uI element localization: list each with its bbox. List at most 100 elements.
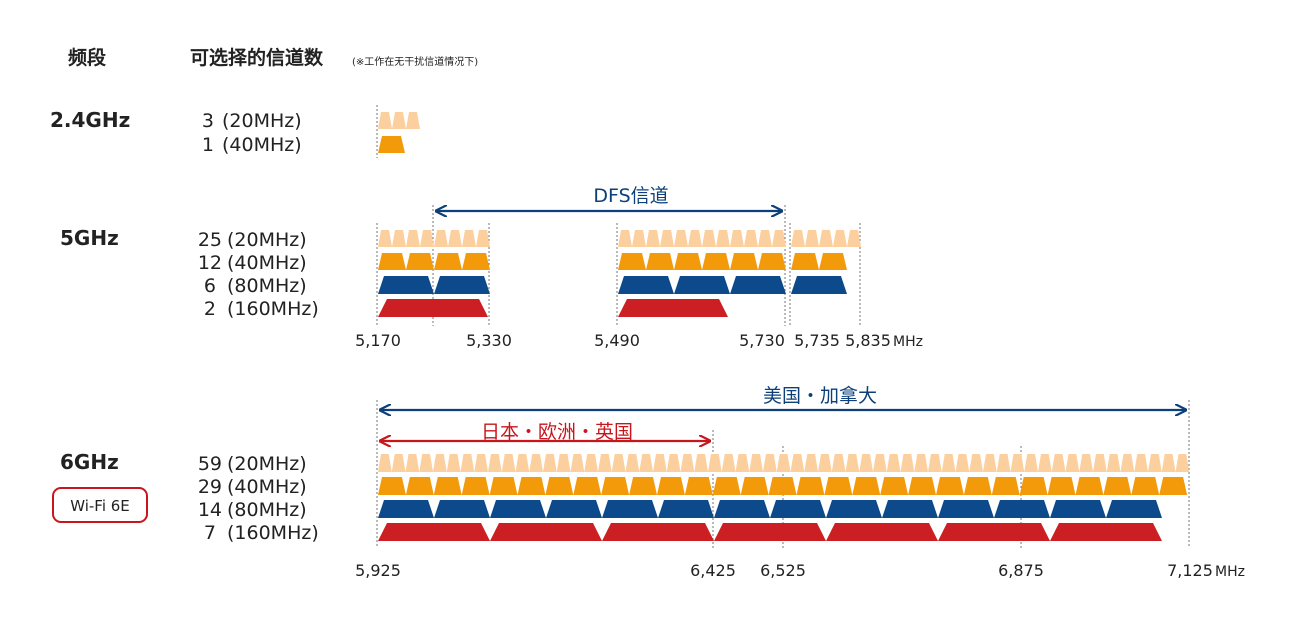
channel-40mhz (405, 477, 434, 495)
tick-label: 6,875 (998, 561, 1044, 580)
channel-40mhz (1159, 477, 1188, 495)
tick-label: 5,170 (355, 331, 401, 350)
channel-20mhz (515, 454, 530, 472)
channel-20mhz (434, 230, 448, 247)
channel-20mhz (570, 454, 585, 472)
tick-label: 5,490 (594, 331, 640, 350)
channel-40mhz (378, 136, 405, 153)
channel-40mhz (908, 477, 936, 495)
count-number: 1 (202, 134, 214, 156)
band-5ghz-ticks: 5,170 5,330 5,490 5,730 5,735 5,835 MHz (355, 331, 923, 350)
channel-20mhz (556, 454, 571, 472)
channel-160mhz (826, 523, 938, 541)
channel-40mhz (646, 253, 674, 270)
band-5ghz-counts: 25 (20MHz) 12 (40MHz) 6 (80MHz) 2 (160MH… (198, 229, 319, 320)
channel-20mhz (1175, 454, 1190, 472)
channel-20mhz (378, 454, 392, 472)
channel-20mhz (772, 230, 786, 247)
channel-20mhz (660, 230, 674, 247)
channel-40mhz (936, 477, 964, 495)
channel-20mhz (996, 454, 1011, 472)
channel-80mhz (730, 276, 786, 294)
channel-20mhz (694, 454, 708, 472)
channels-header: 可选择的信道数 (190, 46, 324, 69)
channel-20mhz (730, 230, 744, 247)
channel-40mhz (629, 477, 657, 495)
band-6ghz-label: 6GHz (60, 450, 119, 474)
band-24ghz-counts: 3 (20MHz) 1 (40MHz) (202, 110, 302, 156)
channel-20mhz (598, 454, 612, 472)
channel-160mhz (618, 299, 728, 317)
channel-40mhz (674, 253, 702, 270)
channel-40mhz (618, 253, 646, 270)
channel-40mhz (601, 477, 630, 495)
channel-20mhz (625, 454, 640, 472)
channel-20mhz (462, 230, 476, 247)
channel-40mhz (791, 253, 819, 270)
channel-20mhz (847, 230, 861, 247)
channel-20mhz (702, 230, 716, 247)
channel-20mhz (446, 454, 461, 472)
channel-20mhz (474, 454, 488, 472)
channel-40mhz (702, 253, 730, 270)
tick-label: 5,330 (466, 331, 512, 350)
channel-20mhz (955, 454, 970, 472)
channel-20mhz (460, 454, 475, 472)
count-number: 29 (198, 476, 222, 498)
channel-80mhz (1050, 500, 1106, 518)
channel-20mhz (392, 230, 406, 247)
channel-20mhz (680, 454, 695, 472)
channel-20mhz (1106, 454, 1121, 472)
channel-20mhz (749, 454, 763, 472)
tick-label: 5,835 (845, 331, 891, 350)
channel-40mhz (740, 477, 769, 495)
channel-20mhz (618, 230, 632, 247)
band-24ghz-label: 2.4GHz (50, 108, 130, 132)
channel-20mhz (735, 454, 750, 472)
channel-20mhz (900, 454, 915, 472)
count-number: 6 (204, 275, 216, 297)
channel-80mhz (378, 276, 434, 294)
header-note: (※工作在无干扰信道情况下) (352, 55, 478, 68)
channel-40mhz (489, 477, 518, 495)
channel-20mhz (419, 454, 433, 472)
channel-20mhz (833, 230, 847, 247)
count-width: (40MHz) (227, 476, 307, 498)
channel-80mhz (434, 500, 490, 518)
channel-40mhz (963, 477, 992, 495)
channel-20mhz (543, 454, 557, 472)
channel-80mhz (1106, 500, 1162, 518)
channel-20mhz (406, 230, 420, 247)
channel-40mhz (684, 477, 713, 495)
channel-40mhz (796, 477, 825, 495)
channel-40mhz (517, 477, 546, 495)
us-canada-label: 美国・加拿大 (763, 384, 877, 407)
tick-label: 5,925 (355, 561, 401, 580)
channel-40mhz (852, 477, 881, 495)
channel-40mhz (657, 477, 685, 495)
channel-20mhz (406, 112, 420, 129)
channel-20mhz (819, 230, 833, 247)
channel-80mhz (618, 276, 674, 294)
channel-40mhz (462, 253, 490, 270)
count-number: 7 (204, 522, 216, 544)
channel-20mhz (433, 454, 447, 472)
channel-20mhz (790, 454, 805, 472)
channel-80mhz (882, 500, 938, 518)
channel-20mhz (708, 454, 722, 472)
channel-20mhz (969, 454, 983, 472)
channel-20mhz (378, 112, 392, 129)
channel-20mhz (688, 230, 702, 247)
channel-20mhz (488, 454, 502, 472)
channel-20mhz (716, 230, 730, 247)
tick-label: 5,735 (794, 331, 840, 350)
channel-80mhz (770, 500, 826, 518)
channel-20mhz (859, 454, 873, 472)
channel-20mhz (791, 230, 805, 247)
channel-40mhz (433, 477, 462, 495)
channel-80mhz (546, 500, 602, 518)
count-width: (20MHz) (222, 110, 302, 132)
count-width: (80MHz) (227, 275, 307, 297)
channel-20mhz (1024, 454, 1038, 472)
channel-20mhz (666, 454, 681, 472)
